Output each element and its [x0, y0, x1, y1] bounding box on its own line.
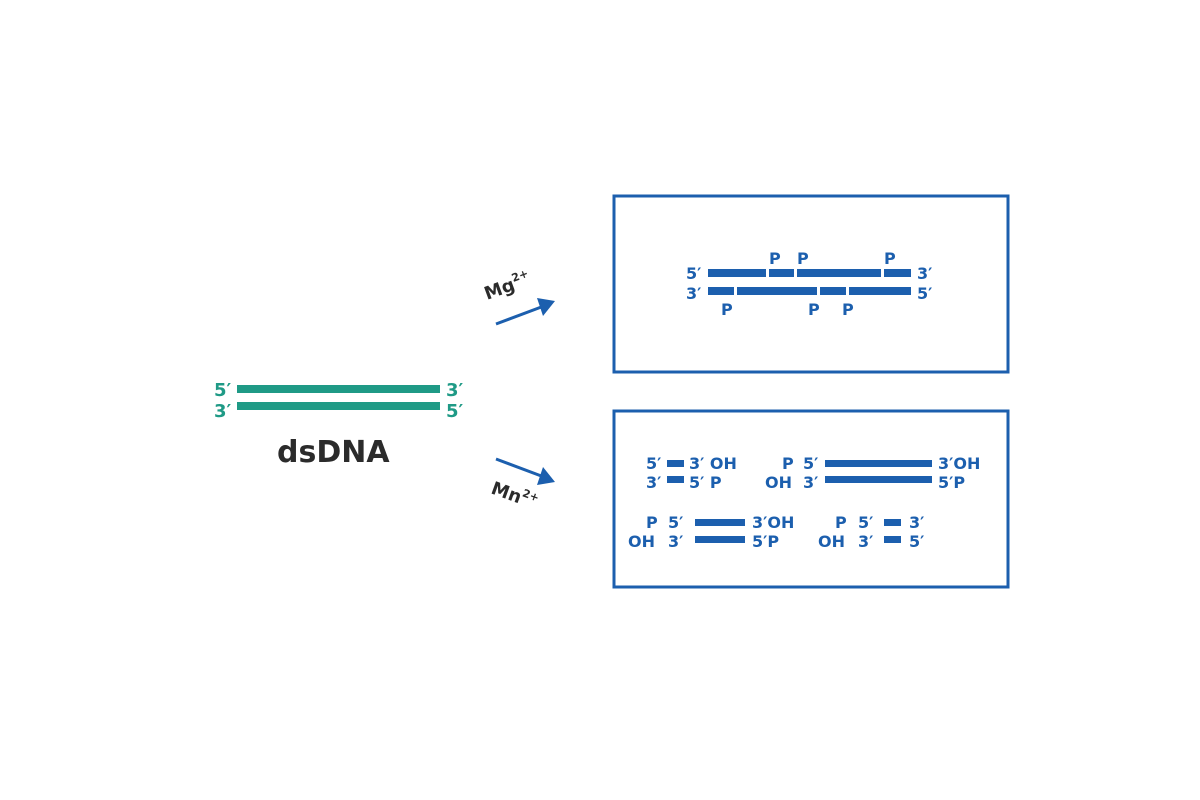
- mg-bottom-right-label: 5′: [917, 284, 932, 303]
- mg-bottom-strand-segment: [708, 287, 734, 295]
- mg-top-left-label: 5′: [686, 264, 701, 283]
- mg-product-panel: 5′ 3′ 3′ 5′ P P P P P P: [612, 194, 1010, 374]
- mn-reaction: Mn2+: [488, 457, 555, 514]
- dsdna-bottom-left-label: 3′: [214, 401, 232, 422]
- dsdna-label: dsDNA: [277, 435, 390, 470]
- mn-ion-label: Mn2+: [488, 476, 541, 514]
- mn-fragment: P OH 5′ 3′ 3′OH 5′P: [765, 454, 980, 492]
- mn-fragment-top-strand: [884, 519, 901, 526]
- mn-fragment: P OH 5′ 3′ 3′OH 5′P: [628, 513, 794, 551]
- mg-bottom-strand-segment: [820, 287, 846, 295]
- dsdna-bottom-right-label: 5′: [446, 401, 464, 422]
- mn-fragment-left-top-label: 5′: [646, 454, 661, 473]
- mn-fragment-pre-top-label: P: [835, 513, 847, 532]
- mg-phosphate-label: P: [842, 300, 854, 319]
- mn-fragment-bottom-strand: [667, 476, 684, 483]
- mn-fragment-bottom-strand: [825, 476, 932, 483]
- mg-bottom-strand-segment: [849, 287, 911, 295]
- mg-arrow-head: [537, 298, 555, 316]
- mg-bottom-left-label: 3′: [686, 284, 701, 303]
- mn-fragment-right-bottom-label: 5′: [909, 532, 924, 551]
- mg-top-right-label: 3′: [917, 264, 932, 283]
- mg-top-strand-segment: [884, 269, 911, 277]
- mg-phosphate-label: P: [721, 300, 733, 319]
- mg-top-strand-segment: [769, 269, 794, 277]
- mn-fragment: 5′ 3′ 3′ OH 5′ P: [646, 454, 737, 492]
- mn-arrow-line: [495, 457, 545, 479]
- mn-arrow-head: [537, 467, 555, 485]
- mn-fragment-top-strand: [695, 519, 745, 526]
- dsdna-top-strand: [237, 385, 440, 393]
- mn-fragment-pre-top-label: P: [782, 454, 794, 473]
- mn-fragment-bottom-strand: [884, 536, 901, 543]
- mn-fragment-top-strand: [667, 460, 684, 467]
- mn-fragment-left-top-label: 5′: [668, 513, 683, 532]
- mn-fragment-left-bottom-label: 3′: [646, 473, 661, 492]
- mg-bottom-strand-segment: [737, 287, 817, 295]
- mg-phosphate-label: P: [808, 300, 820, 319]
- mn-fragment-pre-top-label: P: [646, 513, 658, 532]
- mg-phosphate-label: P: [797, 249, 809, 268]
- mn-fragment-pre-bottom-label: OH: [628, 532, 655, 551]
- mn-product-panel: 5′ 3′ 3′ OH 5′ P P OH 5′ 3′ 3′OH 5′P P O…: [612, 409, 1010, 589]
- mn-fragment-right-top-label: 3′ OH: [689, 454, 737, 473]
- mn-fragment-right-bottom-label: 5′P: [938, 473, 965, 492]
- mn-fragment-right-top-label: 3′OH: [752, 513, 794, 532]
- mg-ion-label: Mg2+: [481, 267, 534, 305]
- mn-fragment-bottom-strand: [695, 536, 745, 543]
- dsdna-top-left-label: 5′: [214, 380, 232, 401]
- mn-fragment: P OH 5′ 3′ 3′ 5′: [818, 513, 924, 551]
- mg-product-box: [612, 194, 1010, 374]
- mg-top-strand-segment: [708, 269, 766, 277]
- mg-phosphate-label: P: [769, 249, 781, 268]
- mn-fragment-pre-bottom-label: OH: [818, 532, 845, 551]
- mn-fragment-left-top-label: 5′: [803, 454, 818, 473]
- mn-fragment-left-bottom-label: 3′: [858, 532, 873, 551]
- mn-fragment-top-strand: [825, 460, 932, 467]
- mg-top-strand-segment: [797, 269, 881, 277]
- dsdna-bottom-strand: [237, 402, 440, 410]
- mn-fragment-pre-bottom-label: OH: [765, 473, 792, 492]
- dsdna-top-right-label: 3′: [446, 380, 464, 401]
- mn-fragment-right-bottom-label: 5′P: [752, 532, 779, 551]
- mn-product-box: [612, 409, 1010, 589]
- mn-fragment-left-bottom-label: 3′: [803, 473, 818, 492]
- mn-fragment-left-bottom-label: 3′: [668, 532, 683, 551]
- mg-phosphate-label: P: [884, 249, 896, 268]
- mn-fragment-right-top-label: 3′OH: [938, 454, 980, 473]
- mn-fragment-right-top-label: 3′: [909, 513, 924, 532]
- mg-arrow-line: [495, 304, 545, 326]
- mg-reaction: Mg2+: [481, 267, 555, 326]
- mn-fragment-left-top-label: 5′: [858, 513, 873, 532]
- input-dsdna: 5′ 3′ 3′ 5′ dsDNA: [214, 380, 464, 470]
- mn-fragment-right-bottom-label: 5′ P: [689, 473, 722, 492]
